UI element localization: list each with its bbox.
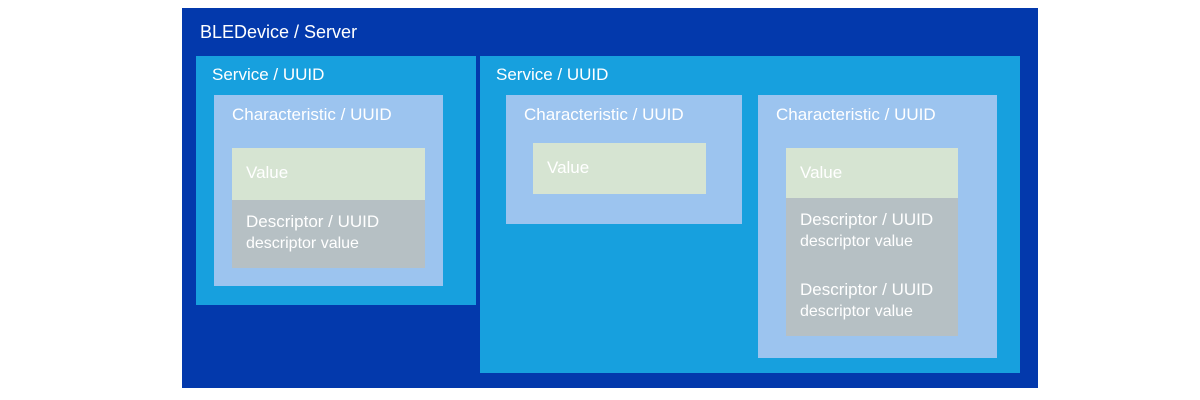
characteristic-box-2: Characteristic / UUID Value [506, 95, 742, 224]
characteristic-box-1: Characteristic / UUID Value Descriptor /… [214, 95, 443, 286]
value-box-3: Value [786, 148, 958, 198]
descriptor-text-1: Descriptor / UUID descriptor value [246, 211, 379, 254]
descriptor-value-2: descriptor value [800, 233, 913, 250]
characteristic-box-3: Characteristic / UUID Value Descriptor /… [758, 95, 997, 358]
characteristic-title-1: Characteristic / UUID [232, 105, 392, 124]
service-title-1: Service / UUID [212, 65, 325, 84]
characteristic-title-3: Characteristic / UUID [776, 105, 936, 124]
descriptor-title-3: Descriptor / UUID [800, 280, 934, 299]
value-label-3: Value [800, 163, 843, 182]
characteristic-title-2: Characteristic / UUID [524, 105, 684, 124]
descriptor-box-1: Descriptor / UUID descriptor value [232, 200, 425, 268]
service-box-2: Service / UUID Characteristic / UUID Val… [480, 56, 1020, 373]
descriptor-title-1: Descriptor / UUID [246, 212, 380, 231]
value-label-2: Value [547, 158, 590, 177]
service-box-1: Service / UUID Characteristic / UUID Val… [196, 56, 476, 305]
descriptor-text-2: Descriptor / UUID descriptor value [800, 209, 933, 252]
value-label-1: Value [246, 163, 289, 182]
bledevice-server-container: BLEDevice / Server Service / UUID Charac… [182, 8, 1038, 388]
bledevice-server-title: BLEDevice / Server [200, 22, 358, 42]
service-title-2: Service / UUID [496, 65, 609, 84]
value-box-2: Value [533, 143, 706, 194]
descriptor-value-3: descriptor value [800, 303, 913, 320]
descriptor-title-2: Descriptor / UUID [800, 210, 934, 229]
descriptor-value-1: descriptor value [246, 235, 359, 252]
descriptor-box-2: Descriptor / UUID descriptor value [786, 198, 958, 268]
value-box-1: Value [232, 148, 425, 200]
descriptor-text-3: Descriptor / UUID descriptor value [800, 279, 933, 322]
descriptor-box-3: Descriptor / UUID descriptor value [786, 268, 958, 336]
